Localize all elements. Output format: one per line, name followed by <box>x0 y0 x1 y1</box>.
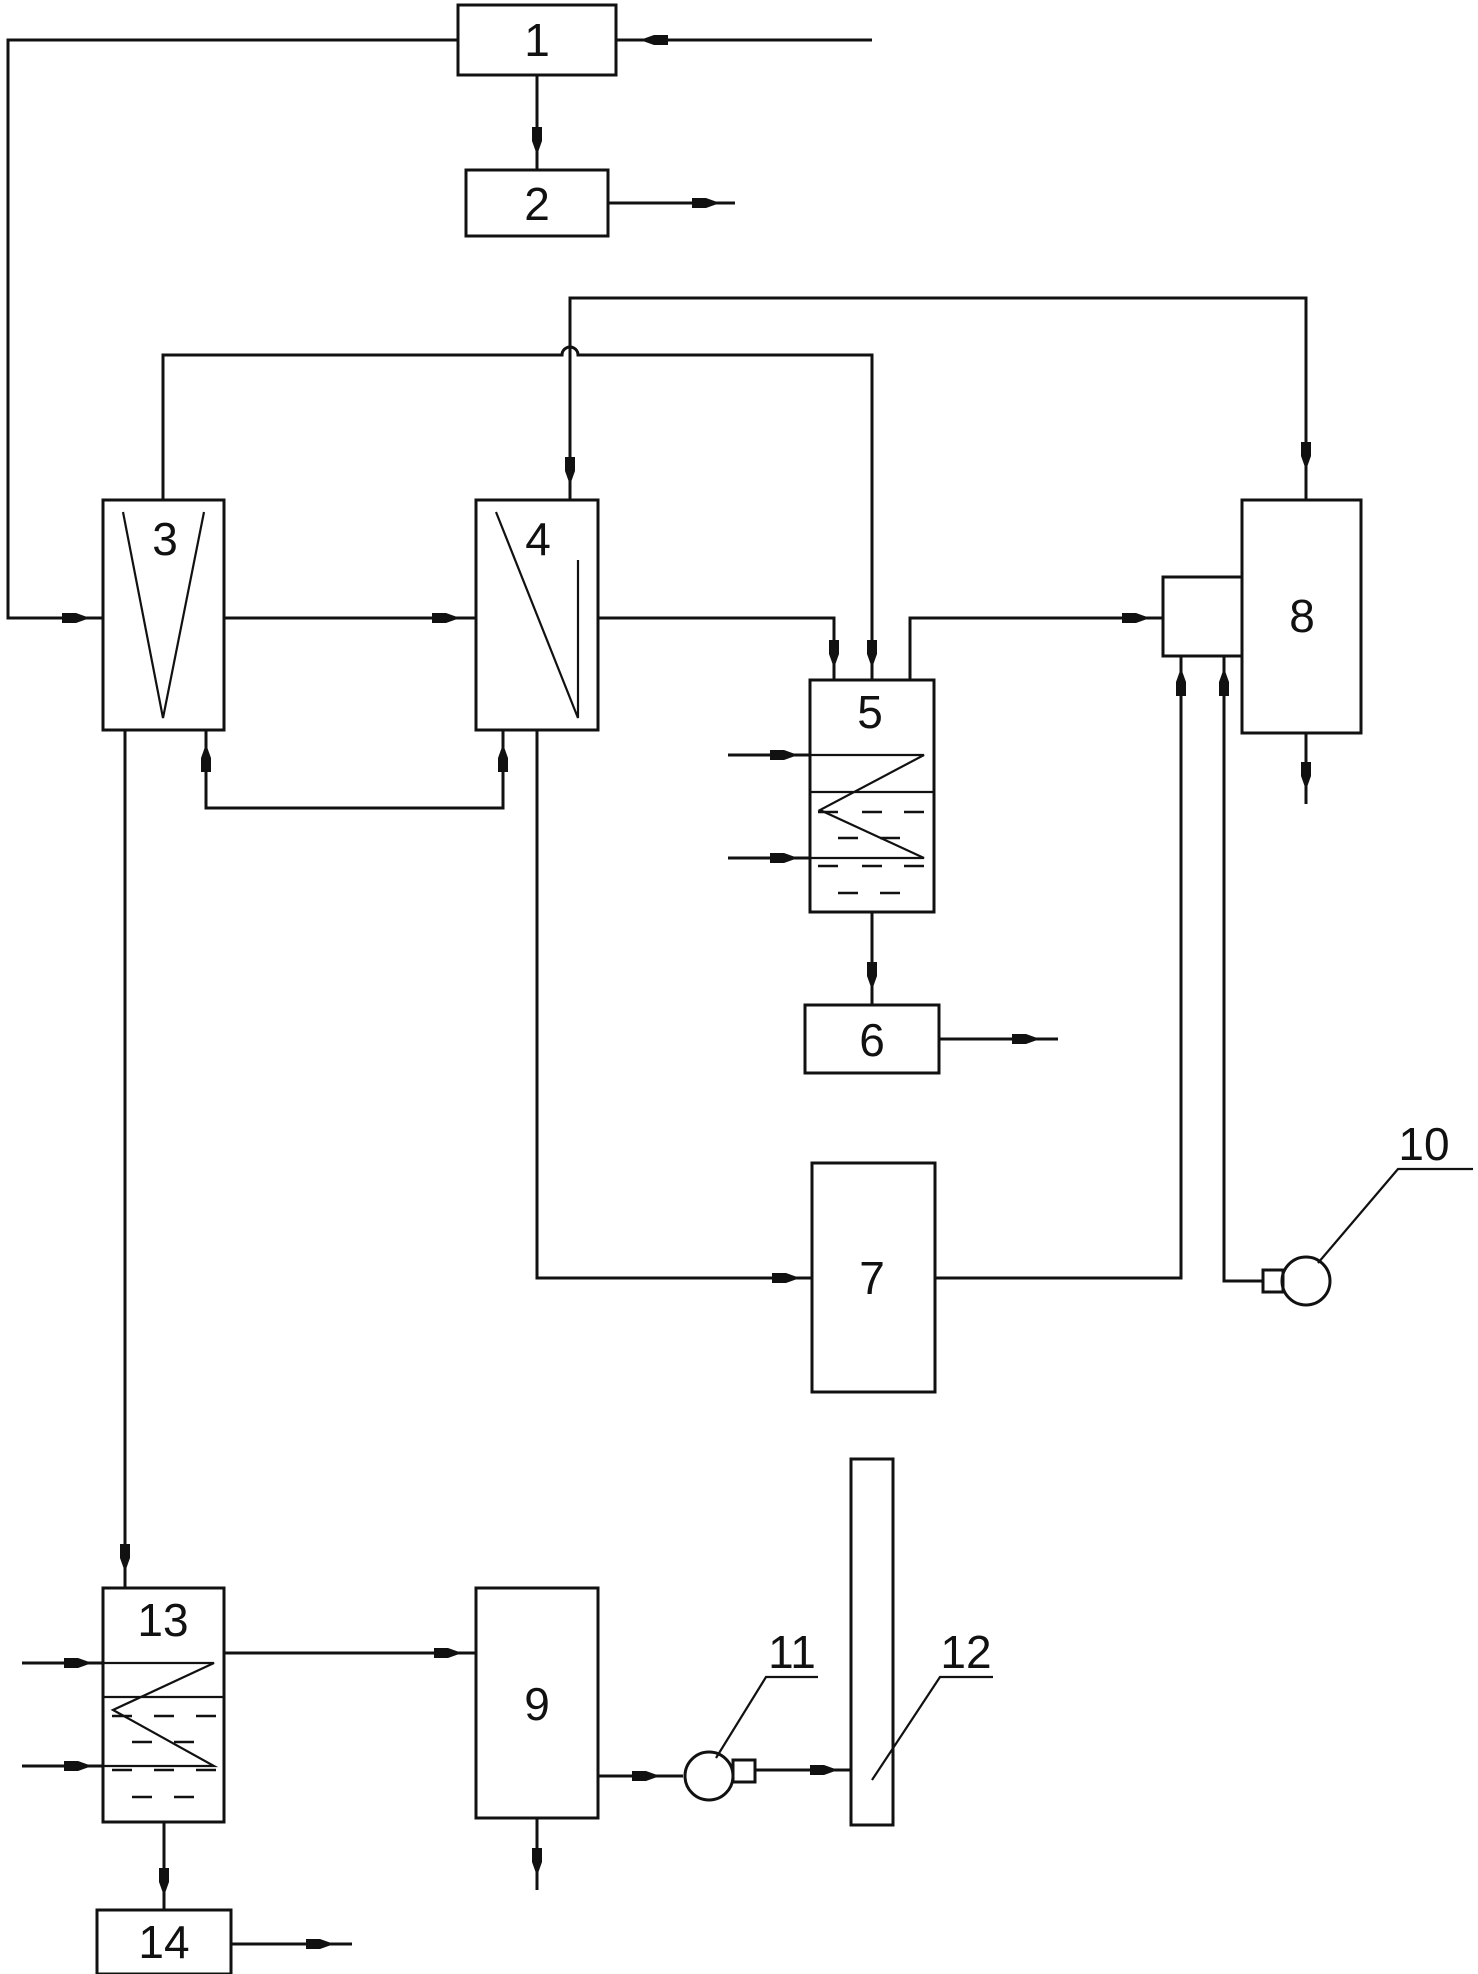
arrow-into-3 <box>62 613 90 623</box>
arrow-into-5-a <box>829 640 839 668</box>
unit-11-label: 11 <box>768 1626 816 1678</box>
arrow-9-to-11 <box>632 1771 660 1781</box>
unit-13-coil <box>103 1661 219 1768</box>
arrow-into-5-b <box>867 640 877 668</box>
arrow-into-7 <box>772 1273 800 1283</box>
unit-10-leader-line <box>1317 1167 1473 1264</box>
unit-14-box <box>95 1908 233 1974</box>
pipe-1-to-3 <box>6 38 458 620</box>
arrow-4-bottom-up <box>498 744 508 772</box>
unit-7-box <box>810 1161 937 1394</box>
pipe-8-to-4 <box>568 296 1308 500</box>
pipe-4-to-5 <box>598 616 836 680</box>
unit-3-box <box>101 498 226 732</box>
pipe-3-bottom-to-4-bottom <box>204 730 505 810</box>
arrow-into-4-top <box>565 457 575 485</box>
unit-13-box <box>101 1586 226 1824</box>
unit-9-label: 9 <box>524 1678 550 1730</box>
arrow-8-bottom-out <box>1301 762 1311 790</box>
arrow-5-to-8 <box>1122 613 1150 623</box>
arrow-5-coil-in <box>770 750 798 760</box>
pipe-7-to-8 <box>935 656 1183 1280</box>
unit-10-label: 10 <box>1398 1118 1449 1170</box>
unit-4-coil <box>494 511 580 719</box>
unit-2-label: 2 <box>524 178 550 230</box>
unit-5-label: 5 <box>857 686 883 738</box>
arrow-13-coil-out <box>64 1761 92 1771</box>
arrow-1-to-2 <box>532 127 542 155</box>
arrow-into-1 <box>640 35 668 45</box>
unit-11-leader-line <box>715 1675 818 1759</box>
unit-11-pump-icon <box>683 1750 735 1802</box>
arrow-9-bottom-out <box>532 1848 542 1876</box>
arrow-into-13 <box>120 1544 130 1572</box>
unit-14-label: 14 <box>138 1916 189 1968</box>
pipe-4-to-7 <box>535 730 812 1280</box>
unit-9-box <box>474 1586 600 1820</box>
unit-6-box <box>803 1003 941 1075</box>
unit-6-label: 6 <box>859 1014 885 1066</box>
arrow-13-to-14 <box>159 1868 169 1896</box>
unit-3-label: 3 <box>152 513 178 565</box>
unit-8-small-box <box>1161 575 1244 658</box>
arrow-11-to-12 <box>810 1765 838 1775</box>
pipe-5-to-8 <box>908 616 1163 680</box>
unit-13-liquid-dashes <box>112 1714 216 1799</box>
arrow-13-coil-in <box>64 1658 92 1668</box>
arrow-10-to-8-up <box>1219 668 1229 696</box>
unit-2-box <box>464 168 610 238</box>
arrow-2-out <box>692 198 720 208</box>
unit-8-box <box>1240 498 1363 735</box>
unit-10-blower-icon <box>1280 1255 1332 1307</box>
arrow-13-to-9 <box>434 1648 462 1658</box>
unit-8-label: 8 <box>1289 590 1315 642</box>
pipe-10-to-8 <box>1222 656 1263 1283</box>
unit-5-coil <box>810 753 925 860</box>
arrow-5-to-6 <box>867 962 877 990</box>
arrow-3-to-4 <box>432 613 460 623</box>
arrow-7-to-8-up <box>1176 668 1186 696</box>
arrow-3-bottom-up <box>201 744 211 772</box>
unit-11-pump-outlet <box>731 1758 757 1784</box>
unit-4-box <box>474 498 600 732</box>
unit-10-blower-outlet <box>1261 1268 1285 1294</box>
arrow-6-out <box>1012 1034 1040 1044</box>
unit-3-coil <box>121 511 206 719</box>
flow-arrows <box>62 35 1311 1949</box>
unit-7-label: 7 <box>859 1252 885 1304</box>
pipe-3-top-to-5 <box>161 345 874 680</box>
arrow-5-coil-out <box>770 853 798 863</box>
unit-1-box <box>456 3 618 77</box>
arrow-14-out <box>306 1939 334 1949</box>
unit-5-liquid-dashes <box>818 810 924 895</box>
arrow-8-to-4 <box>1301 442 1311 470</box>
unit-12-label: 12 <box>940 1626 991 1678</box>
unit-13-label: 13 <box>137 1594 188 1646</box>
unit-12-leader-line <box>871 1675 993 1781</box>
unit-5-box <box>808 678 936 914</box>
unit-4-label: 4 <box>525 513 551 565</box>
unit-12-stack <box>849 1457 895 1827</box>
unit-1-label: 1 <box>524 14 550 66</box>
